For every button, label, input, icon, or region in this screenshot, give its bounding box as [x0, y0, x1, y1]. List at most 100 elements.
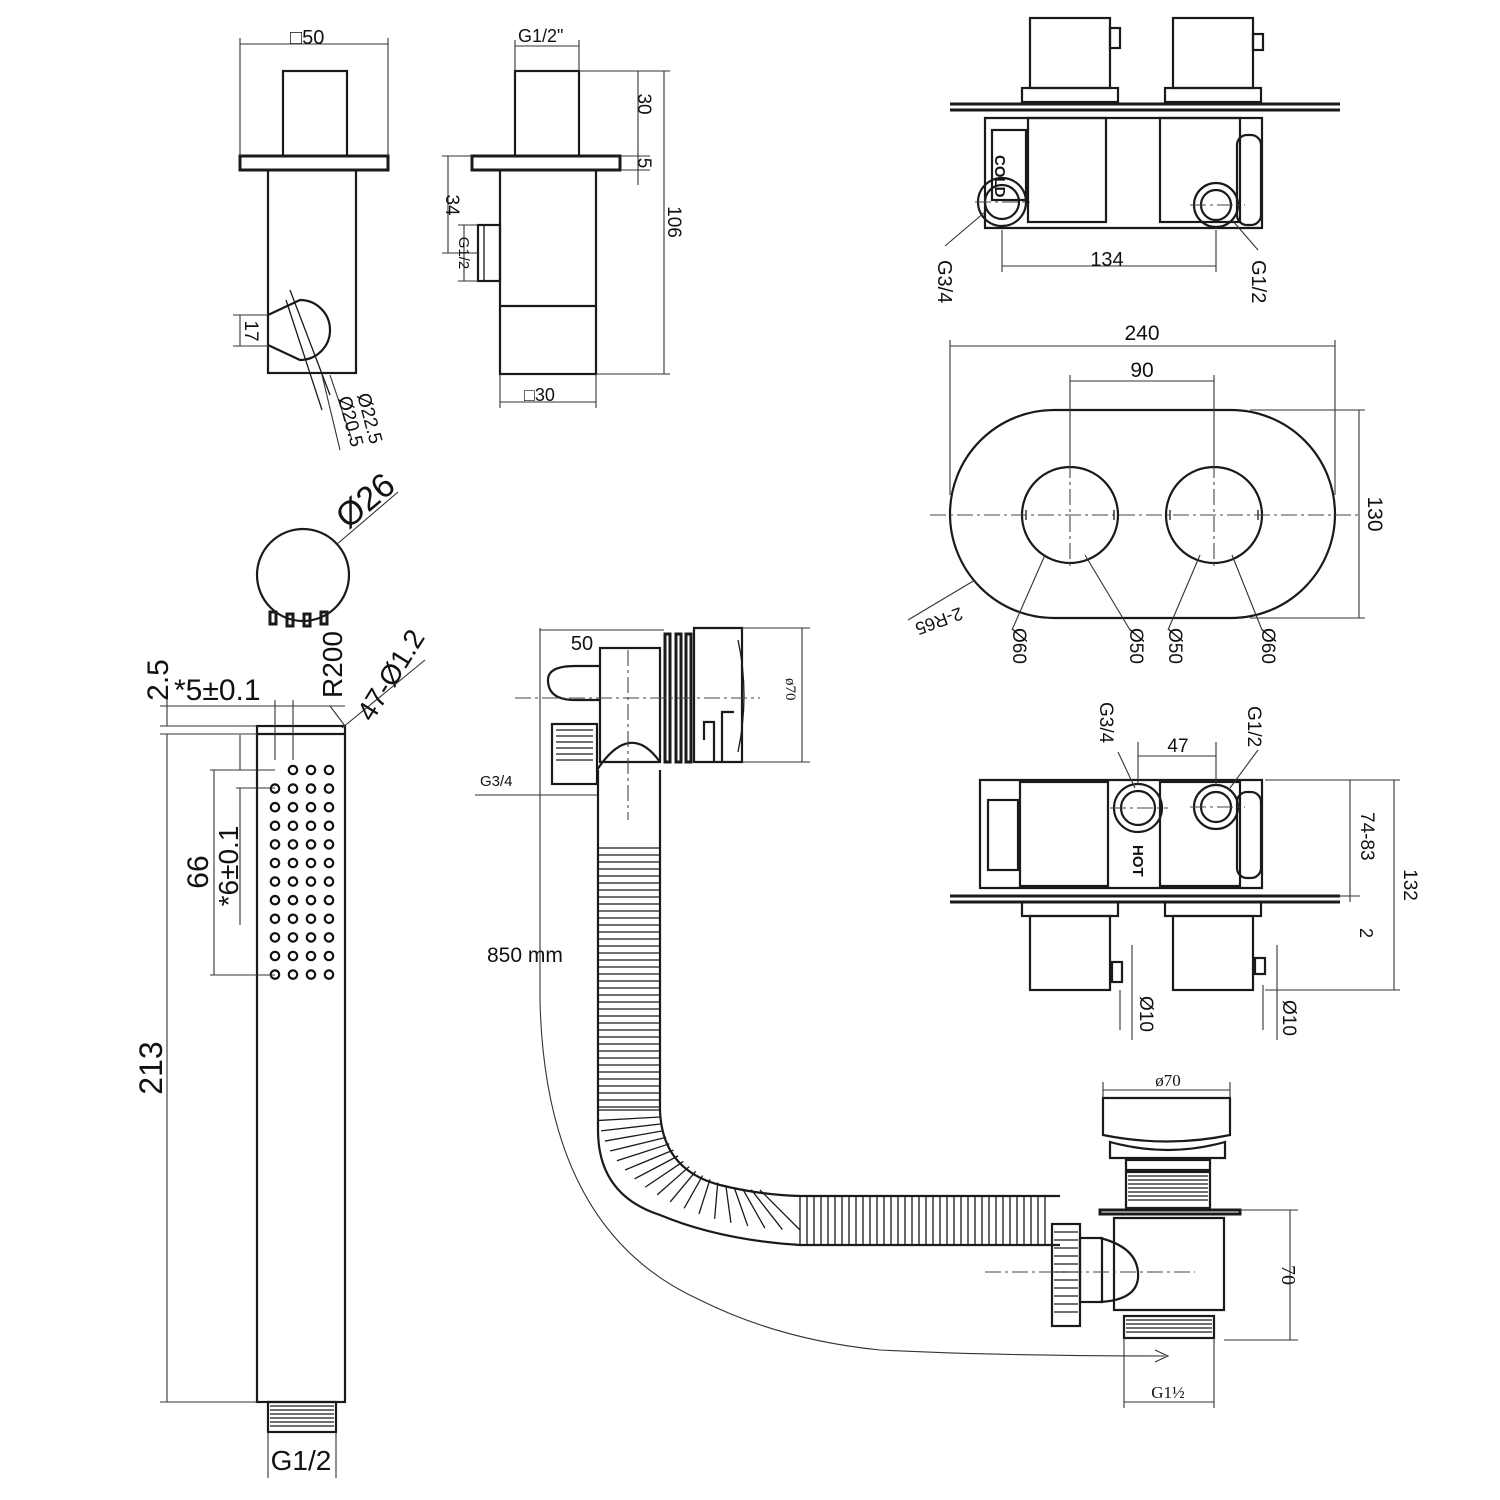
nozzle-dot — [269, 801, 281, 813]
valve-depth-label: 74-83 — [1356, 812, 1377, 861]
nozzle-dot — [305, 764, 317, 776]
nozzle-dot — [287, 876, 299, 887]
nozzle-dot — [287, 820, 299, 832]
handset-radius-label: R200 — [317, 631, 348, 698]
bracket-thread-label: G1/2" — [518, 26, 563, 46]
nozzle-dot — [305, 857, 317, 869]
hose-ring — [656, 1166, 690, 1196]
hose-ring — [600, 1123, 662, 1132]
valve-cold-word: COLD — [991, 155, 1008, 198]
nozzle-dot — [269, 839, 281, 850]
nozzle-pitch-y-label: *6±0.1 — [213, 826, 244, 907]
nozzle-grid — [269, 764, 335, 980]
valve-side-height-label: 132 — [1399, 869, 1420, 901]
bracket-outlet-height-label: 34 — [441, 194, 462, 216]
waste-thread-label: G1½ — [1151, 1383, 1185, 1402]
spindle-left-label: Ø10 — [1135, 996, 1156, 1032]
bracket-flange-label: 5 — [633, 158, 654, 169]
nozzle-dot — [323, 764, 335, 776]
knob-left-inner-label: Ø50 — [1125, 628, 1146, 664]
filler-offset-label: 50 — [571, 633, 593, 655]
nozzle-dot — [323, 932, 335, 943]
nozzle-dot — [323, 839, 335, 850]
valve-side-pitch-label: 47 — [1167, 736, 1188, 757]
nozzle-dot — [269, 932, 281, 943]
waste-height-label: 70 — [1277, 1265, 1299, 1285]
hose-length-label: 850 mm — [487, 944, 563, 967]
nozzle-dot — [323, 969, 335, 980]
filler-inlet-label: G3/4 — [480, 773, 513, 790]
waste-cap-label: ø70 — [1155, 1071, 1181, 1090]
valve-side-inlet-b-label: G1/2 — [1243, 706, 1264, 747]
nozzle-dot — [323, 820, 335, 832]
valve-top-view — [944, 16, 1340, 272]
knob-right-outer-label: Ø60 — [1257, 628, 1278, 664]
nozzle-dot — [305, 801, 317, 813]
bracket-width-label: □50 — [290, 27, 324, 49]
plate-knob-pitch-label: 90 — [1130, 359, 1153, 382]
nozzle-dot — [269, 876, 281, 887]
nozzle-dot — [323, 913, 335, 925]
nozzle-dot — [323, 894, 335, 906]
nozzle-dot — [287, 969, 299, 980]
handset-length-label: 213 — [133, 1041, 169, 1094]
hose-ring — [644, 1160, 684, 1188]
nozzle-dot — [269, 783, 281, 794]
nozzle-dot — [323, 876, 335, 887]
valve-cold-inlet-label: G3/4 — [933, 260, 955, 303]
nozzle-dot — [305, 969, 317, 980]
bracket-total-height-label: 106 — [663, 206, 684, 238]
nozzle-dot — [269, 950, 281, 962]
bracket-side-view — [442, 40, 670, 408]
nozzle-count-label: 47-Ø1.2 — [351, 624, 431, 726]
nozzle-dot — [287, 783, 299, 794]
valve-plate-label: 2 — [1356, 928, 1376, 938]
nozzle-dot — [287, 801, 299, 813]
valve-hot-word: HOT — [1129, 845, 1146, 877]
valve-plate-view — [907, 340, 1365, 631]
nozzle-dot — [305, 950, 317, 962]
nozzle-dot — [287, 894, 299, 906]
nozzle-dot — [305, 876, 317, 887]
nozzle-dot — [287, 950, 299, 962]
hose-ring — [698, 1179, 711, 1215]
bracket-holder-height-label: 17 — [240, 320, 261, 341]
nozzle-dot — [305, 894, 317, 906]
handset-view — [160, 659, 426, 1478]
hose-ring — [624, 1149, 674, 1171]
valve-centres-top-label: 134 — [1090, 249, 1123, 271]
bracket-front-view — [233, 38, 390, 451]
hose-corrugation — [598, 847, 1046, 1245]
nozzle-dot — [269, 857, 281, 869]
bracket-outlet-thread-label: G1/2 — [455, 237, 472, 270]
valve-side-inlet-a-label: G3/4 — [1095, 702, 1116, 744]
knob-left-outer-label: Ø60 — [1008, 628, 1029, 664]
plate-radius-label: 2-R65 — [913, 603, 966, 639]
nozzle-pitch-x-label: *5±0.1 — [174, 674, 261, 707]
bath-waste-view — [985, 1082, 1298, 1408]
nozzle-dot — [323, 801, 335, 813]
flexible-hose — [539, 770, 1170, 1363]
nozzle-field-label: 66 — [182, 855, 215, 888]
nozzle-dot — [269, 894, 281, 906]
hose-ring — [669, 1170, 697, 1203]
valve-hot-inlet-label: G1/2 — [1247, 260, 1269, 303]
valve-side-view — [950, 742, 1400, 1040]
nozzle-dot — [305, 783, 317, 794]
bath-filler-view — [475, 626, 810, 1000]
nozzle-dot — [269, 820, 281, 832]
hose-ring — [610, 1136, 667, 1152]
hose-ring — [683, 1175, 704, 1209]
hose-ring — [598, 1116, 661, 1122]
handset-thread-label: G1/2 — [271, 1445, 332, 1476]
hose-ring — [634, 1155, 679, 1180]
hose-ring — [750, 1189, 783, 1230]
plate-width-label: 240 — [1124, 322, 1159, 345]
nozzle-dot — [287, 913, 299, 925]
plate-height-label: 130 — [1363, 496, 1386, 531]
knob-right-inner-label: Ø50 — [1164, 628, 1185, 664]
nozzle-dot — [305, 932, 317, 943]
nozzle-dot — [305, 820, 317, 832]
